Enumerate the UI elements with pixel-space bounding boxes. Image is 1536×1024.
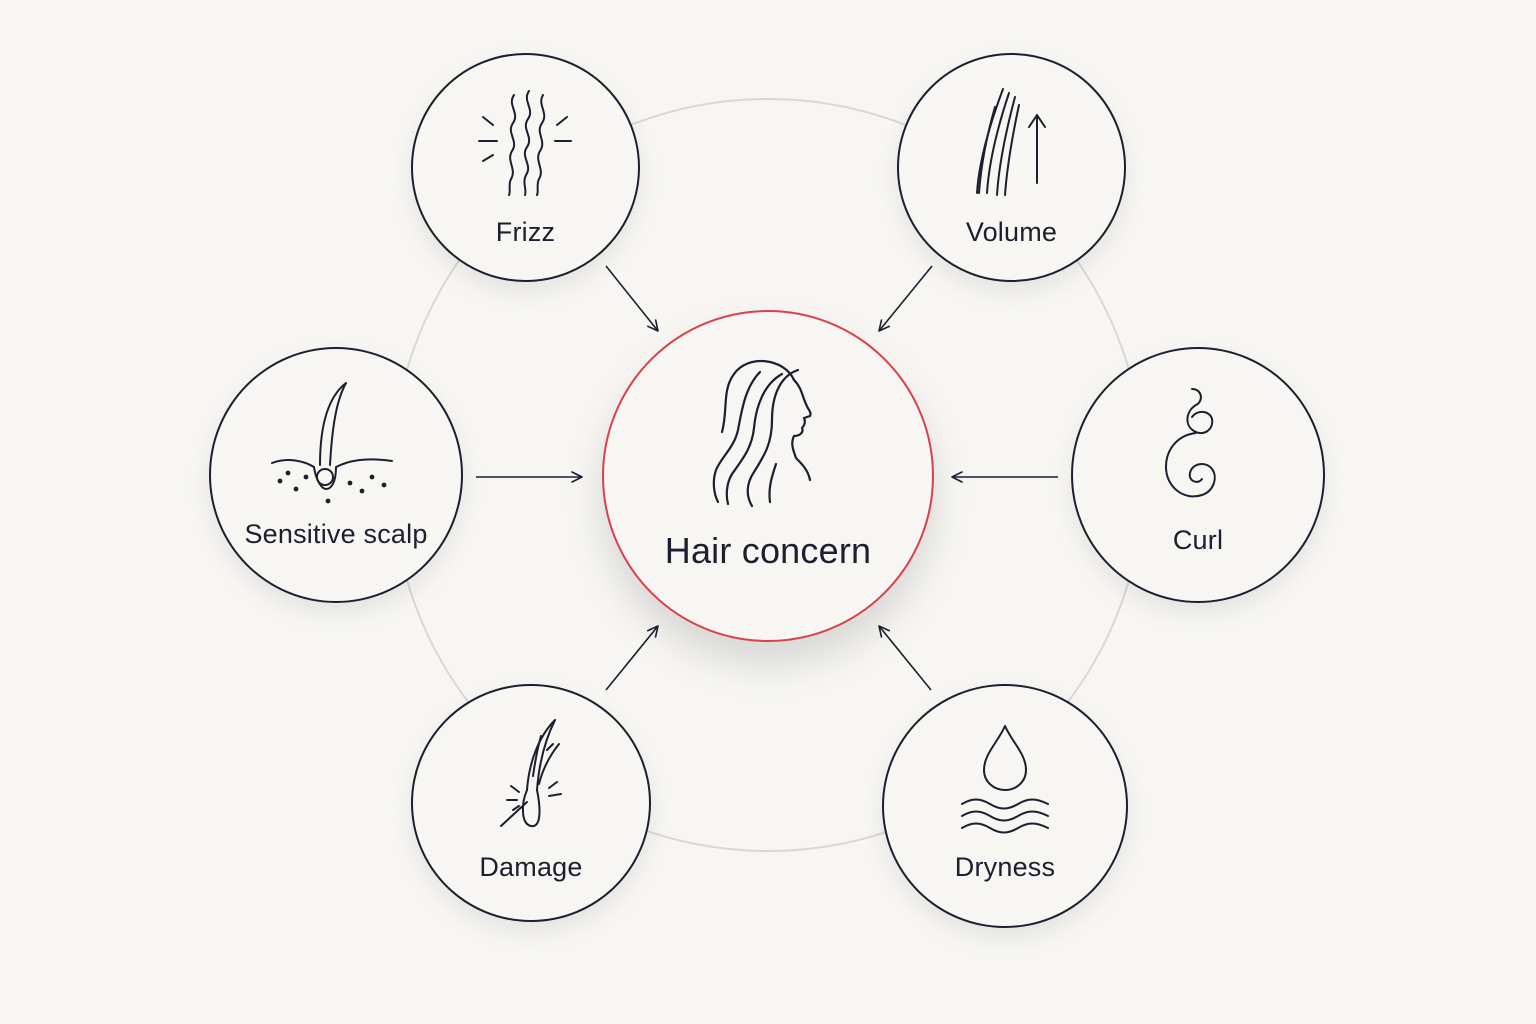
center-label: Hair concern	[664, 530, 872, 571]
concern-node-volume[interactable]: Volume	[897, 53, 1126, 282]
concern-node-curl[interactable]: Curl	[1071, 347, 1325, 603]
hair-follicle-icon	[271, 382, 393, 504]
volume-label: Volume	[965, 217, 1058, 247]
sensitive-scalp-label: Sensitive scalp	[244, 519, 428, 549]
damage-label: Damage	[479, 852, 583, 882]
water-drop-icon	[961, 725, 1049, 834]
concern-node-damage[interactable]: Damage	[411, 684, 651, 922]
concern-node-sensitive-scalp[interactable]: Sensitive scalp	[209, 347, 463, 603]
curl-label: Curl	[1172, 525, 1224, 555]
frizz-label: Frizz	[495, 217, 556, 247]
frizz-icon	[477, 90, 572, 196]
arrow-dryness	[878, 625, 932, 691]
volume-icon	[975, 88, 1046, 196]
arrow-frizz	[605, 265, 659, 332]
damaged-strand-icon	[500, 719, 562, 828]
arrow-volume	[878, 265, 933, 332]
concern-node-dryness[interactable]: Dryness	[882, 684, 1128, 928]
dryness-label: Dryness	[954, 852, 1056, 882]
center-node-hair-concern: Hair concern	[602, 310, 934, 642]
arrow-damage	[605, 625, 659, 691]
curl-icon	[1165, 388, 1216, 498]
woman-profile-icon	[712, 360, 812, 508]
concern-node-frizz[interactable]: Frizz	[411, 53, 640, 282]
